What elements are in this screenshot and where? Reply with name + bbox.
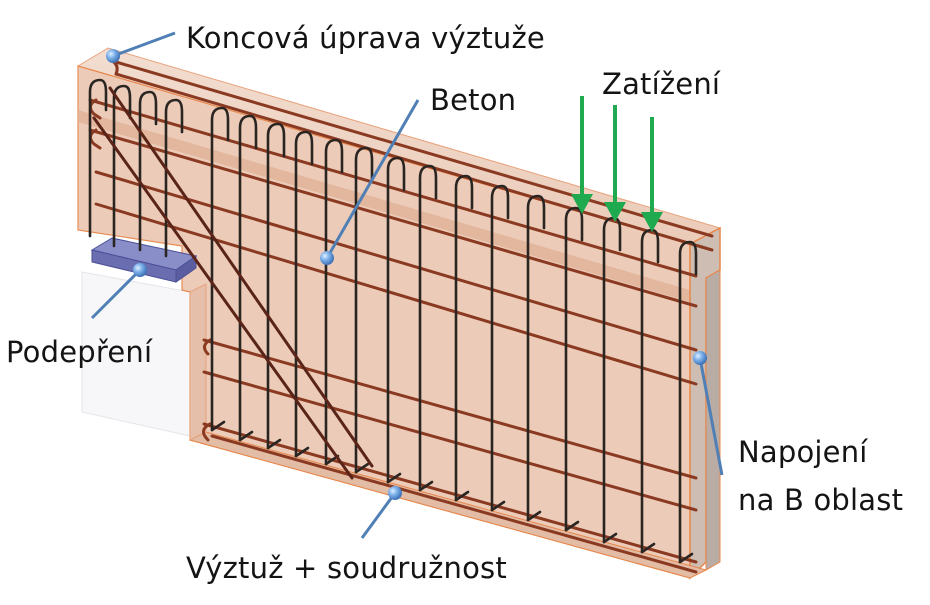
diagonal-rebars	[92, 86, 374, 480]
leader-connection	[698, 357, 724, 476]
label-load: Zatížení	[602, 67, 721, 101]
label-support: Podepření	[6, 335, 153, 369]
leader-support	[90, 268, 142, 320]
load-arrow-1	[571, 96, 593, 214]
leader-reinforcement	[360, 492, 397, 539]
label-end-anchorage: Koncová úprava výztuže	[186, 21, 545, 55]
label-connection-line1: Napojení	[738, 435, 868, 469]
leader-end-anchorage	[112, 31, 176, 58]
dot-end-anchorage	[106, 49, 120, 63]
label-concrete: Beton	[430, 83, 517, 117]
support-plate	[90, 237, 198, 283]
load-arrow-3	[641, 117, 663, 232]
dot-concrete	[320, 251, 334, 265]
label-reinforcement-bond: Výztuž + soudružnost	[186, 551, 507, 585]
callout-leaders	[90, 31, 724, 539]
stirrups	[88, 78, 698, 564]
label-connection-line2: na B oblast	[738, 483, 904, 517]
longitudinal-rebars	[88, 58, 714, 574]
dot-connection	[693, 351, 707, 365]
load-arrow-2	[604, 105, 626, 222]
callout-dots	[106, 49, 707, 500]
dot-reinforcement	[388, 486, 402, 500]
load-arrows	[571, 96, 663, 232]
leader-concrete	[325, 99, 420, 259]
dot-support	[133, 263, 147, 277]
